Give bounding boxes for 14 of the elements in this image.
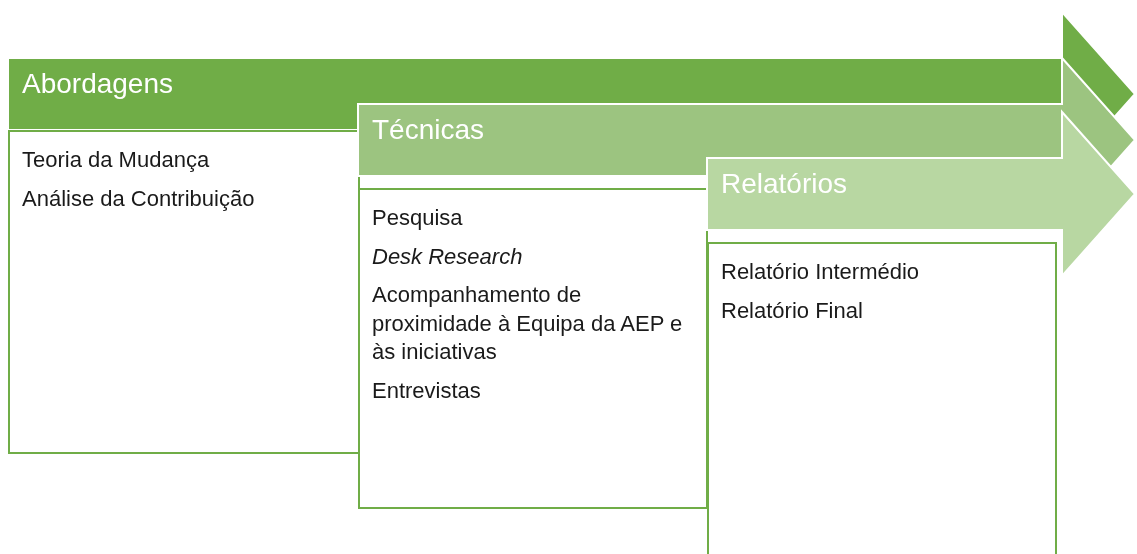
list-item: Pesquisa bbox=[372, 204, 464, 232]
stage-heading: Técnicas bbox=[372, 116, 485, 144]
list-item: Relatório Final bbox=[721, 296, 864, 325]
list-item: Relatório Intermédio bbox=[721, 258, 921, 286]
list-item: Desk Research bbox=[372, 242, 524, 271]
stage-heading: Abordagens bbox=[22, 70, 173, 98]
list-item: Entrevistas bbox=[372, 376, 482, 405]
list-item: Análise da Contribuição bbox=[22, 184, 256, 213]
list-item: Teoria da Mudança bbox=[22, 146, 211, 174]
content-panel bbox=[707, 242, 1057, 554]
content-panel bbox=[358, 188, 708, 509]
content-panel bbox=[8, 130, 360, 454]
stage-heading: Relatórios bbox=[721, 170, 848, 198]
list-item: Acompanhamento de proximidade à Equipa da AEP e às iniciativas bbox=[372, 281, 684, 367]
